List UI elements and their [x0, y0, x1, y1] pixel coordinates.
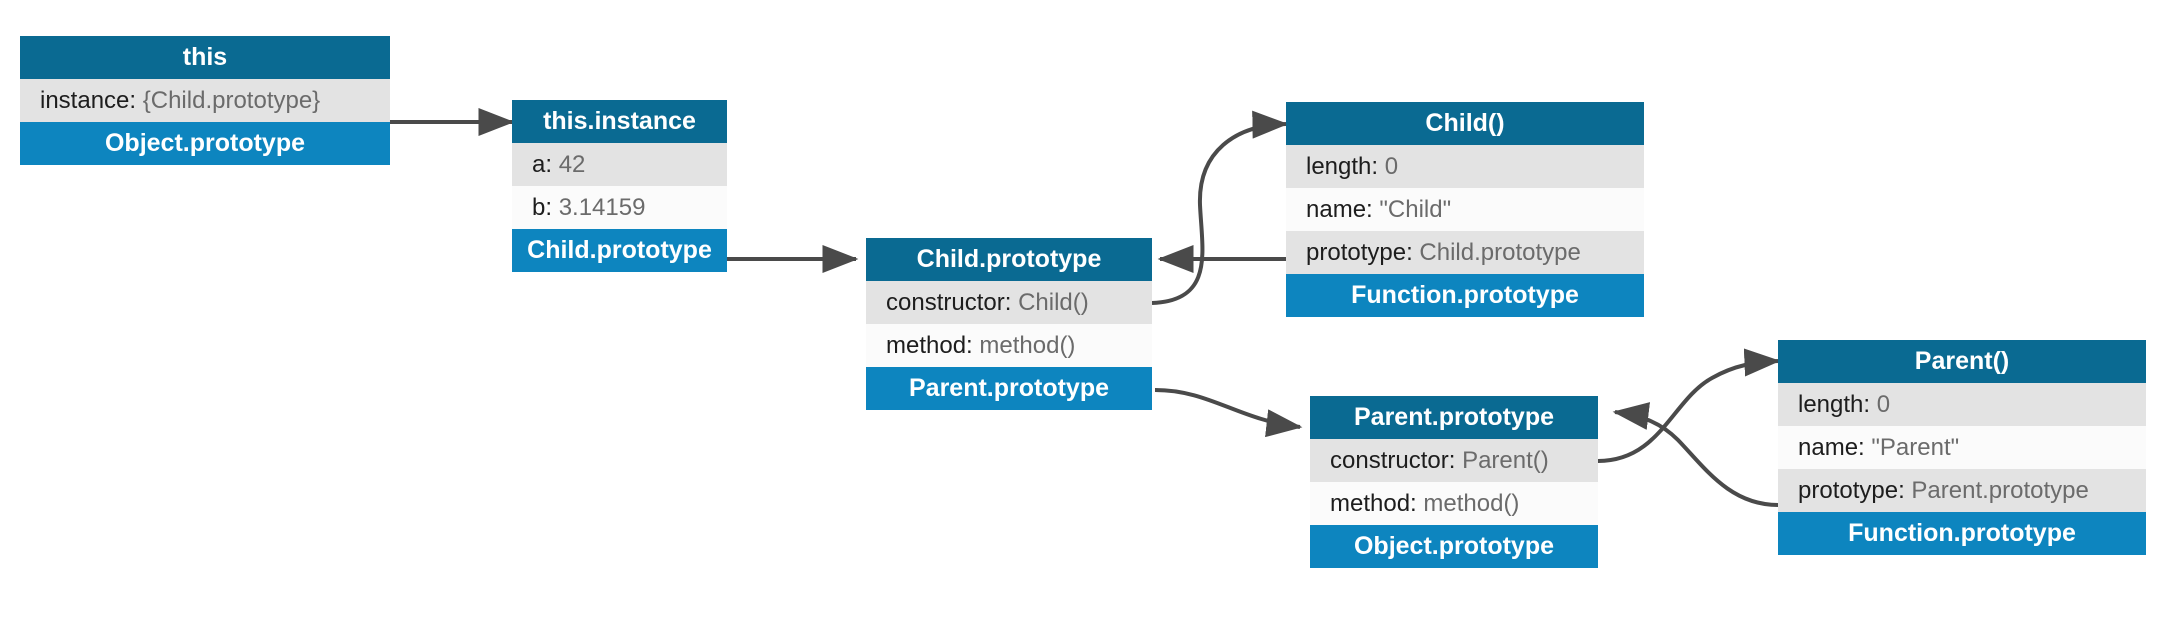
edge-child-prototype-to-parent-prototype	[1154, 388, 1303, 438]
node-child-fn-row-name-value: "Child"	[1379, 196, 1452, 223]
node-child-fn-row-length-value: 0	[1384, 153, 1399, 180]
node-child-fn-row-length: length: 0	[1286, 145, 1644, 188]
node-parent-fn-header: Parent()	[1778, 340, 2146, 383]
node-child-prototype[interactable]: Child.prototype constructor: Child() met…	[866, 238, 1152, 410]
node-this-row-instance: instance: {Child.prototype}	[20, 79, 390, 122]
node-child-fn-row-prototype: prototype: Child.prototype	[1286, 231, 1644, 274]
edge-child-prototype-constructor-to-child-fn	[1151, 110, 1289, 305]
node-parent-fn-row-prototype-key: prototype:	[1798, 477, 1905, 504]
node-this-instance-row-b: b: 3.14159	[512, 186, 727, 229]
node-child-prototype-row-constructor-key: constructor:	[886, 289, 1012, 316]
node-parent-prototype[interactable]: Parent.prototype constructor: Parent() m…	[1310, 396, 1598, 568]
node-child-prototype-row-constructor-value: Child()	[1018, 289, 1089, 316]
node-parent-prototype-proto-link[interactable]: Object.prototype	[1310, 525, 1598, 568]
node-child-fn-proto-link[interactable]: Function.prototype	[1286, 274, 1644, 317]
node-child-fn[interactable]: Child() length: 0 name: "Child" prototyp…	[1286, 102, 1644, 317]
node-parent-prototype-row-constructor-key: constructor:	[1330, 447, 1456, 474]
node-parent-fn-proto-link[interactable]: Function.prototype	[1778, 512, 2146, 555]
node-this[interactable]: this instance: {Child.prototype} Object.…	[20, 36, 390, 165]
node-parent-fn-row-name-key: name:	[1798, 434, 1865, 461]
node-child-fn-row-prototype-value: Child.prototype	[1419, 239, 1581, 266]
node-this-instance[interactable]: this.instance a: 42 b: 3.14159 Child.pro…	[512, 100, 727, 272]
node-this-instance-row-b-value: 3.14159	[558, 194, 646, 221]
node-child-fn-row-length-key: length:	[1306, 153, 1379, 180]
node-this-row-instance-value: {Child.prototype}	[142, 87, 321, 114]
node-this-row-instance-key: instance:	[40, 87, 137, 114]
node-parent-fn-row-length: length: 0	[1778, 383, 2146, 426]
node-child-fn-header: Child()	[1286, 102, 1644, 145]
node-this-instance-header: this.instance	[512, 100, 727, 143]
node-parent-fn-row-prototype: prototype: Parent.prototype	[1778, 469, 2146, 512]
node-this-instance-row-b-key: b:	[532, 194, 553, 221]
node-parent-fn-row-length-key: length:	[1798, 391, 1871, 418]
node-this-header: this	[20, 36, 390, 79]
node-child-prototype-row-method: method: method()	[866, 324, 1152, 367]
edge-parent-prototype-constructor-to-parent-fn	[1597, 348, 1781, 463]
node-parent-fn-row-prototype-value: Parent.prototype	[1911, 477, 2089, 504]
node-parent-prototype-row-constructor-value: Parent()	[1462, 447, 1549, 474]
node-this-instance-proto-link[interactable]: Child.prototype	[512, 229, 727, 272]
node-child-prototype-row-method-key: method:	[886, 332, 973, 359]
node-child-fn-row-prototype-key: prototype:	[1306, 239, 1413, 266]
node-parent-fn-row-name: name: "Parent"	[1778, 426, 2146, 469]
node-parent-prototype-row-method-key: method:	[1330, 490, 1417, 517]
node-child-fn-row-name-key: name:	[1306, 196, 1373, 223]
node-child-prototype-row-method-value: method()	[979, 332, 1076, 359]
node-child-prototype-row-constructor: constructor: Child()	[866, 281, 1152, 324]
node-this-proto-link[interactable]: Object.prototype	[20, 122, 390, 165]
node-parent-fn[interactable]: Parent() length: 0 name: "Parent" protot…	[1778, 340, 2146, 555]
node-this-instance-row-a-value: 42	[558, 151, 586, 178]
node-parent-fn-row-name-value: "Parent"	[1871, 434, 1960, 461]
node-this-instance-row-a-key: a:	[532, 151, 553, 178]
edge-parent-fn-prototype-to-parent-prototype	[1612, 402, 1779, 507]
node-parent-prototype-row-constructor: constructor: Parent()	[1310, 439, 1598, 482]
node-parent-prototype-row-method: method: method()	[1310, 482, 1598, 525]
node-child-fn-row-name: name: "Child"	[1286, 188, 1644, 231]
node-this-instance-row-a: a: 42	[512, 143, 727, 186]
node-parent-prototype-row-method-value: method()	[1423, 490, 1520, 517]
node-child-prototype-header: Child.prototype	[866, 238, 1152, 281]
node-parent-fn-row-length-value: 0	[1876, 391, 1891, 418]
node-parent-prototype-header: Parent.prototype	[1310, 396, 1598, 439]
node-child-prototype-proto-link[interactable]: Parent.prototype	[866, 367, 1152, 410]
